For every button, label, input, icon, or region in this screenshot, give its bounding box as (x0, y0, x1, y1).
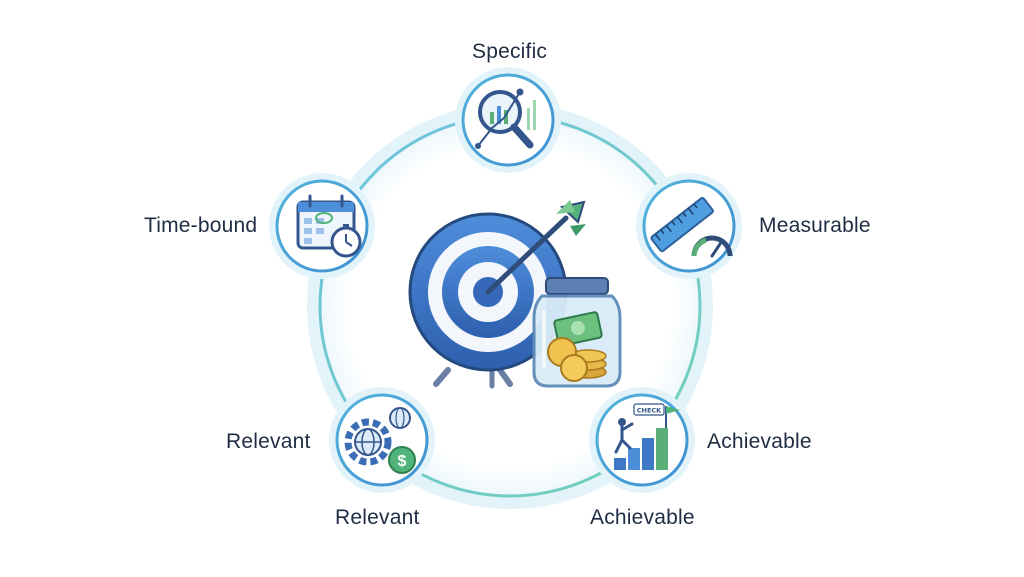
label-achievable-bottom: Achievable (590, 506, 695, 529)
calendar-stopwatch-icon (296, 194, 362, 258)
dollar-glyph: $ (398, 453, 407, 470)
label-time-bound: Time-bound (144, 214, 258, 237)
gear-globe-dollar-icon: $ (344, 407, 416, 474)
label-measurable: Measurable (759, 214, 871, 237)
node-measurable (636, 173, 742, 279)
node-time-bound (269, 173, 375, 279)
climber-steps-flag-icon: CHECK (614, 403, 680, 470)
label-relevant-side: Relevant (226, 430, 311, 453)
ruler-gauge-icon (650, 196, 733, 258)
label-relevant-bottom: Relevant (335, 506, 420, 529)
node-relevant: $ (329, 387, 435, 493)
label-specific: Specific (472, 40, 548, 63)
magnifier-chart-icon (475, 88, 536, 149)
node-achievable: CHECK (589, 387, 695, 493)
check-badge-text: CHECK (637, 407, 662, 415)
label-achievable-side: Achievable (707, 430, 812, 453)
target-arrow-money-jar-icon (408, 200, 622, 389)
node-specific (455, 67, 561, 173)
